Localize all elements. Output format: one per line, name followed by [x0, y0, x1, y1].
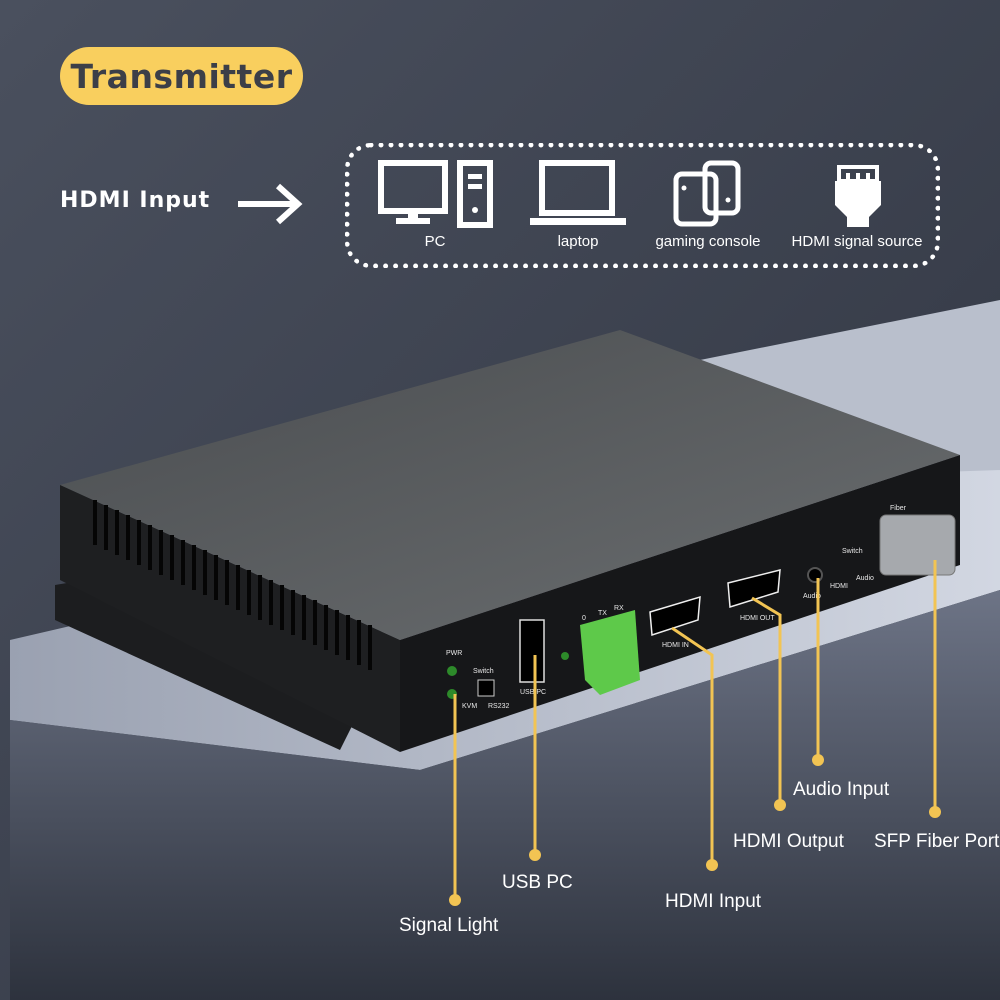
gaming-console-icon	[673, 160, 741, 227]
hdmi-text: HDMI	[830, 583, 848, 590]
usb-text: USB PC	[520, 689, 546, 696]
source-label-pc: PC	[424, 233, 446, 250]
switch-text: Switch	[473, 668, 494, 675]
led	[561, 652, 569, 660]
audio-text: Audio	[803, 593, 821, 600]
hdmi-out-port	[727, 569, 781, 608]
kvm-text: KVM	[462, 703, 477, 710]
vent-slots	[93, 500, 372, 670]
device-top	[60, 330, 960, 640]
terminal-rx-text: RX	[614, 605, 624, 612]
callout-usb-pc: USB PC	[502, 872, 573, 893]
platform-front	[10, 590, 1000, 1000]
hdmi-in-text: HDMI IN	[662, 642, 689, 649]
laptop-icon	[530, 160, 626, 225]
kvm-rs232-switch	[477, 679, 495, 697]
audio2-text: Audio	[856, 575, 874, 582]
callout-sfp-fiber-port: SFP Fiber Port	[874, 831, 1000, 852]
usb-port	[519, 619, 545, 683]
rs232-text: RS232	[488, 703, 510, 710]
hdmi-out-text: HDMI OUT	[740, 615, 775, 622]
callout-hdmi-input: HDMI Input	[665, 891, 762, 912]
pc-icon	[378, 160, 493, 228]
title-badge: Transmitter	[60, 47, 303, 105]
source-label-hdmi-source: HDMI signal source	[791, 233, 923, 250]
hdmi-input-heading: HDMI Input	[60, 188, 211, 213]
terminal-0-text: 0	[582, 615, 586, 622]
terminal-tx-text: TX	[598, 610, 607, 617]
callout-dots	[449, 754, 941, 906]
pwr-text: PWR	[446, 650, 462, 657]
callout-lines	[453, 560, 937, 900]
callout-hdmi-output: HDMI Output	[733, 831, 844, 852]
audio-jack	[807, 567, 823, 583]
terminal-block	[580, 610, 640, 695]
callout-signal-light: Signal Light	[399, 915, 499, 936]
switch2-text: Switch	[842, 548, 863, 555]
source-label-laptop: laptop	[557, 233, 599, 250]
source-label-gaming-console: gaming console	[655, 233, 761, 250]
fiber-text: Fiber	[890, 505, 907, 512]
sfp-module	[879, 514, 956, 576]
arrow-right-icon	[238, 183, 303, 225]
pwr-led	[447, 666, 457, 676]
mounting-flange	[55, 575, 370, 750]
sources-box	[345, 143, 940, 268]
hdmi-in-port	[649, 595, 701, 637]
device-side	[60, 485, 400, 752]
hdmi-plug-icon	[835, 165, 881, 227]
callout-audio-input: Audio Input	[793, 779, 890, 800]
